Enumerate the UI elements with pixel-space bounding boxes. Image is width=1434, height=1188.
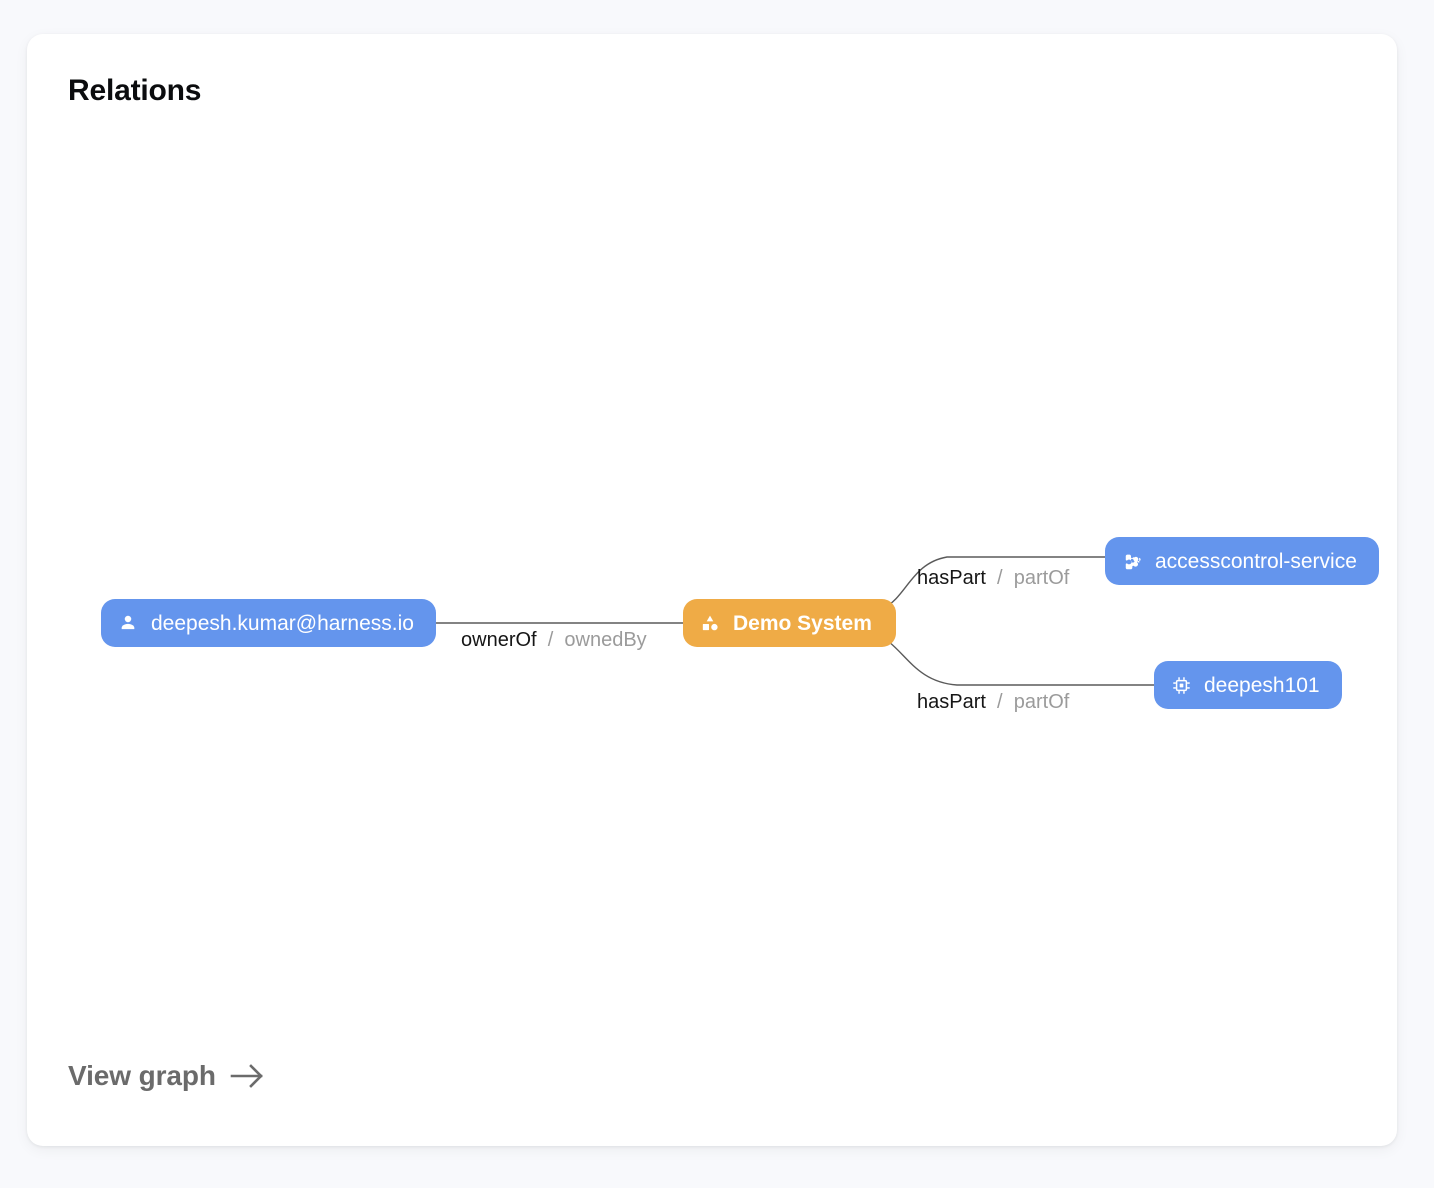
- graph-node-label: accesscontrol-service: [1155, 549, 1357, 573]
- graph-node-label: deepesh101: [1204, 673, 1320, 697]
- relations-card: Relations deepesh.kumar@harne: [27, 34, 1397, 1146]
- category-shapes-icon: [699, 612, 721, 634]
- edge-label-has-part-service: hasPart / partOf: [917, 568, 1069, 588]
- edge-has-part-resource: [883, 637, 1154, 686]
- person-icon: [117, 612, 139, 634]
- view-graph-link[interactable]: View graph: [68, 1060, 266, 1092]
- edge-label-reverse: partOf: [1013, 691, 1070, 713]
- cpu-chip-icon: [1170, 674, 1192, 696]
- graph-node-resource[interactable]: deepesh101: [1154, 661, 1342, 709]
- edge-label-forward: hasPart: [917, 567, 986, 589]
- page-title: Relations: [68, 74, 202, 107]
- puzzle-piece-icon: [1121, 550, 1143, 572]
- edge-label-reverse: partOf: [1013, 567, 1070, 589]
- edge-label-separator: /: [991, 691, 1009, 713]
- graph-node-label: deepesh.kumar@harness.io: [151, 611, 414, 635]
- edge-label-separator: /: [542, 629, 559, 651]
- edge-label-separator: /: [991, 567, 1009, 589]
- edge-label-forward: hasPart: [917, 691, 986, 713]
- relations-graph[interactable]: deepesh.kumar@harness.io Demo System: [27, 114, 1397, 1044]
- view-graph-label: View graph: [68, 1060, 216, 1091]
- graph-node-service[interactable]: accesscontrol-service: [1105, 537, 1379, 585]
- graph-node-label: Demo System: [733, 611, 872, 635]
- edge-label-has-part-resource: hasPart / partOf: [917, 692, 1069, 712]
- edge-label-reverse: ownedBy: [564, 629, 647, 651]
- edge-label-owner-of: ownerOf / ownedBy: [461, 630, 647, 650]
- arrow-right-icon: [230, 1063, 266, 1089]
- edge-label-forward: ownerOf: [461, 629, 537, 651]
- graph-node-system[interactable]: Demo System: [683, 599, 896, 647]
- graph-node-user[interactable]: deepesh.kumar@harness.io: [101, 599, 436, 647]
